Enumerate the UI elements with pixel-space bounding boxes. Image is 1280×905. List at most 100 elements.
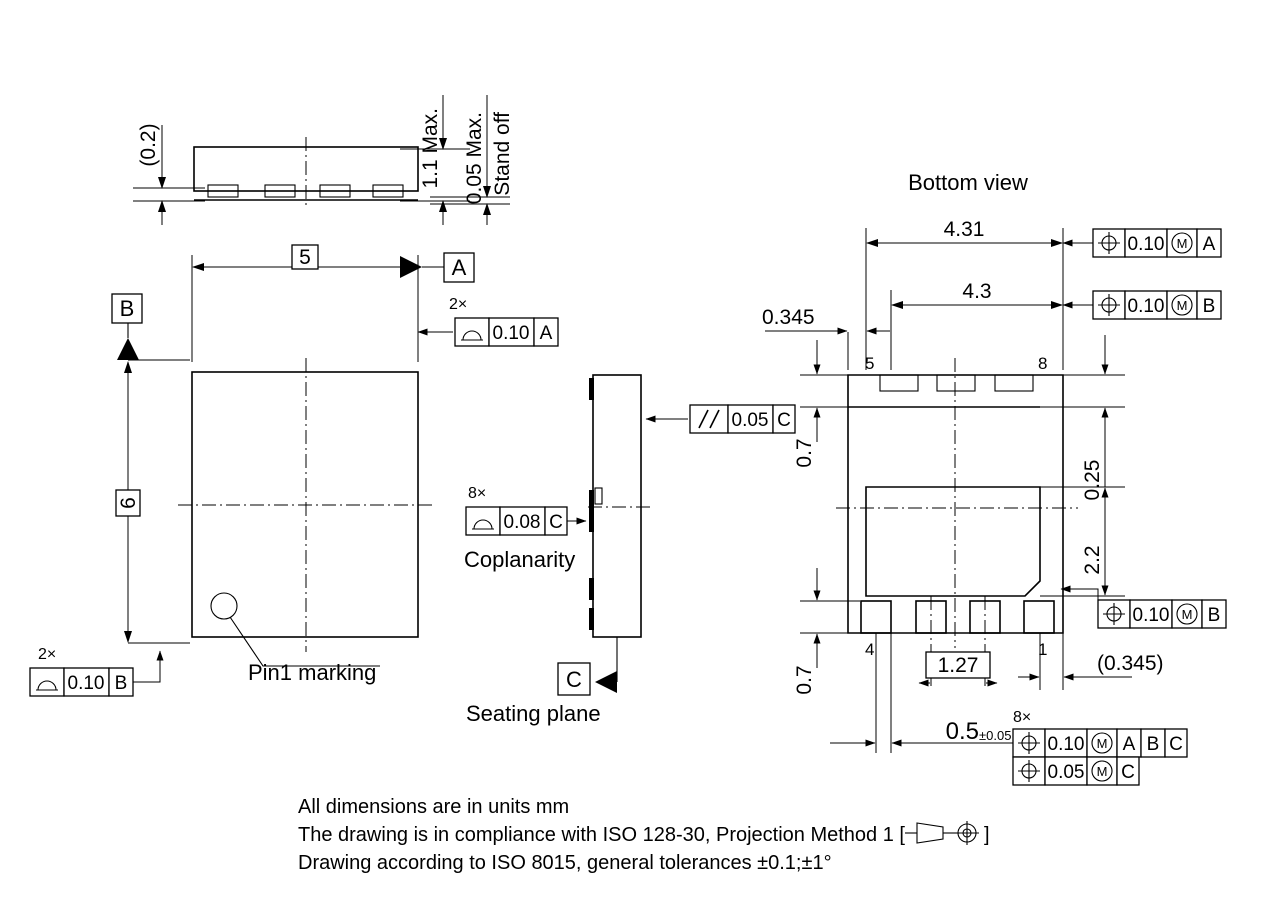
- dim-height-max-label: 1.1 Max.: [419, 108, 442, 189]
- fcf-coplanarity-frame: 0.08 C: [465, 506, 568, 536]
- fcf-stack-r1-datum-b-cell: [1140, 728, 1166, 758]
- edge-lead: [589, 608, 594, 630]
- dim-22-label: 2.2: [1081, 545, 1104, 574]
- bottom-top-pad: [879, 374, 919, 392]
- mmc-modifier-circle: [1176, 603, 1198, 625]
- fcf-parallel-tol-cell: [727, 404, 774, 434]
- dim-43-label: 4.3: [962, 280, 991, 303]
- fcf-parallel-datum-cell: [772, 404, 796, 434]
- fcf-b-top-datum: B: [1203, 296, 1216, 317]
- truncated-cone-icon: [916, 822, 944, 844]
- mmc-modifier-circle: [1091, 732, 1113, 754]
- edge-view: 0.05 C 8× 0.08 C Coplanarity C Seating p…: [464, 374, 796, 726]
- side-elevation-view: (0.2) 1.1 Max. 0.05 Max. Stand off: [133, 95, 514, 225]
- fcf-b-top-tolerance: 0.10: [1128, 296, 1165, 317]
- fcf-top-multiplier: 2×: [449, 296, 467, 313]
- dim-width-label: 5: [299, 246, 311, 269]
- mmc-modifier-circle: [1171, 232, 1193, 254]
- fcf-stack-r1-datum-b: B: [1147, 734, 1160, 755]
- parallelism-icon-stroke: [698, 409, 709, 429]
- mmc-modifier-circle: [1091, 760, 1113, 782]
- dim-height-label: 6: [117, 497, 140, 509]
- datum-a-label: A: [452, 255, 467, 280]
- datum-b-box: [111, 293, 143, 324]
- fcf-stack-r2-datum-c: C: [1121, 762, 1135, 783]
- fcf-parallelism-frame: 0.05 C: [689, 404, 796, 434]
- note-line-1: All dimensions are in units mm: [298, 796, 569, 818]
- fcf-position-b-mid-frame: 0.10 M B: [1097, 599, 1227, 629]
- fcf-left-symbol-cell: [29, 667, 65, 697]
- edge-lead: [589, 490, 594, 532]
- fcf-position-a-frame: 0.10 M A: [1092, 228, 1222, 258]
- fcf-stack-r1-datum-c-cell: [1164, 728, 1188, 758]
- fcf-parallel-datum: C: [777, 410, 791, 431]
- fcf-top-datum: A: [540, 323, 553, 344]
- fcf-top-symbol-cell: [454, 317, 490, 347]
- dim-standoff-value-label: 0.05 Max.: [463, 112, 486, 204]
- fcf-stack-r2-tol-cell: [1044, 756, 1088, 786]
- fcf-stack-r1-tolerance: 0.10: [1048, 734, 1085, 755]
- side-lead: [319, 184, 351, 198]
- note-line-3: Drawing according to ISO 8015, general t…: [298, 852, 832, 874]
- pin1-leader-line: [229, 616, 380, 667]
- fcf-b-top-modifier: M: [1177, 298, 1188, 313]
- side-lead: [264, 184, 296, 198]
- fcf-stack-r1-datum-a: A: [1123, 734, 1136, 755]
- fcf-stack-r2-datum-c-cell: [1116, 756, 1140, 786]
- fcf-left-tol-cell: [63, 667, 110, 697]
- edge-tab: [594, 487, 603, 505]
- fcf-b-mid-modifier: M: [1182, 607, 1193, 622]
- edge-lead: [589, 378, 594, 400]
- pin-number-5: 5: [865, 354, 874, 373]
- fcf-coplanarity-tolerance: 0.08: [504, 512, 541, 533]
- fcf-left-frame: 0.10 B: [29, 667, 134, 697]
- edge-lead: [589, 578, 594, 600]
- datum-c-label: C: [566, 667, 582, 692]
- bottom-lead-pad: [860, 600, 892, 634]
- mmc-modifier-circle: [1171, 294, 1193, 316]
- fcf-coplanarity-datum: C: [549, 512, 563, 533]
- fcf-b-top-datum-cell: [1196, 290, 1222, 320]
- fcf-stack-r2-tolerance: 0.05: [1048, 762, 1085, 783]
- profile-of-surface-icon: [37, 680, 57, 691]
- dim-127-label: 1.27: [938, 654, 979, 677]
- fcf-left-datum: B: [115, 673, 128, 694]
- fcf-b-mid-leader: [1060, 585, 1099, 614]
- fcf-b-mid-tol-cell: [1129, 599, 1173, 629]
- plan-view: Pin1 marking 5 A 2× 0.10 A B: [29, 244, 559, 697]
- pin-number-4: 4: [865, 640, 874, 659]
- fcf-left-multiplier: 2×: [38, 646, 56, 663]
- fcf-a-modifier: M: [1177, 236, 1188, 251]
- fcf-b-mid-datum-cell: [1201, 599, 1227, 629]
- fcf-a-tol-cell: [1124, 228, 1168, 258]
- dim-0345-right-label: (0.345): [1097, 652, 1164, 675]
- fcf-a-datum-cell: [1196, 228, 1222, 258]
- dim-standoff-text-label: Stand off: [491, 112, 514, 196]
- datum-a-box: [443, 252, 475, 283]
- fcf-position-b-top-frame: 0.10 M B: [1092, 290, 1222, 320]
- basic-dim-box-height: [115, 489, 141, 517]
- bottom-lead-pad: [1023, 600, 1055, 634]
- side-lead: [207, 184, 239, 198]
- bottom-top-pad: [994, 374, 1034, 392]
- bottom-view-title: Bottom view: [908, 170, 1028, 195]
- fcf-stack-r1-datum-c: C: [1169, 734, 1183, 755]
- projection-method-symbol: [905, 821, 979, 845]
- seating-plane-label: Seating plane: [466, 701, 601, 726]
- dim-thickness-ref-label: (0.2): [137, 123, 160, 166]
- side-lead: [372, 184, 404, 198]
- pin-number-8: 8: [1038, 354, 1047, 373]
- fcf-stack-r1-datum-a-cell: [1116, 728, 1142, 758]
- parallelism-icon-stroke: [709, 409, 720, 429]
- basic-dim-box-127: [925, 651, 991, 679]
- datum-c-box: [557, 662, 591, 696]
- bottom-thermal-pad: [865, 486, 1041, 597]
- datum-b-label: B: [120, 296, 135, 321]
- datum-a-triangle: [400, 256, 422, 278]
- dim-07-bottom-label: 0.7: [793, 665, 816, 694]
- dim-0345-left-label: 0.345: [762, 306, 815, 329]
- datum-c-triangle: [595, 671, 617, 693]
- fcf-left-leader: [133, 650, 164, 683]
- fcf-stack-multiplier: 8×: [1013, 709, 1031, 726]
- fcf-coplanarity-symbol-cell: [465, 506, 501, 536]
